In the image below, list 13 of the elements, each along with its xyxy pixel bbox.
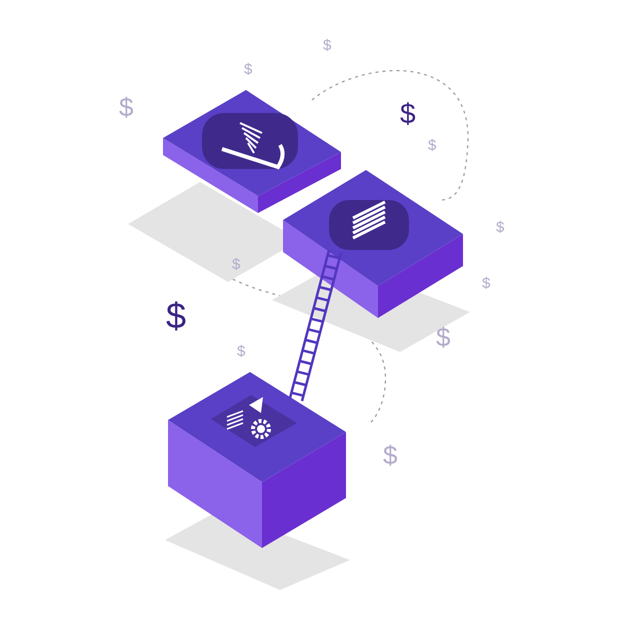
- dollar-sign: $: [482, 276, 490, 291]
- ladder: [288, 248, 342, 402]
- dollar-sign: $: [232, 257, 240, 272]
- dollar-sign: $: [323, 38, 332, 53]
- dollar-sign: $: [166, 298, 186, 334]
- dollar-sign: $: [428, 138, 436, 153]
- dollar-sign: $: [436, 324, 450, 350]
- dollar-sign: $: [496, 220, 504, 235]
- dollar-sign: $: [119, 94, 134, 120]
- dollar-sign: $: [400, 100, 416, 128]
- dollar-sign: $: [244, 62, 252, 77]
- dollar-sign: $: [383, 442, 398, 468]
- dollar-sign: $: [237, 344, 246, 359]
